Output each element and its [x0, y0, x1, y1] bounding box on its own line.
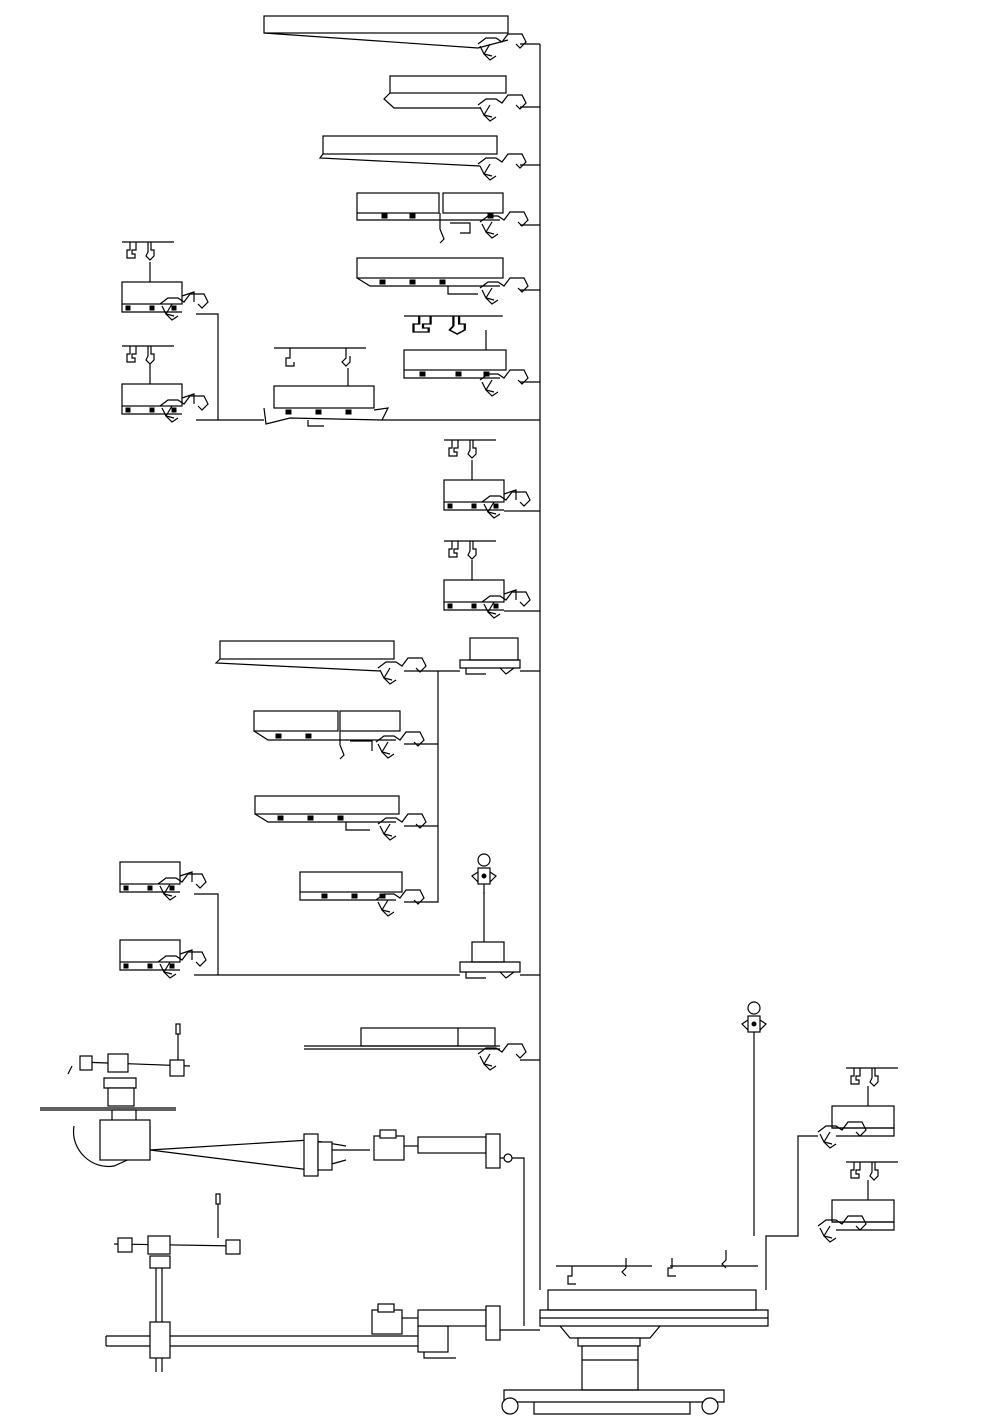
center-board-hooks [263, 347, 390, 427]
plate-with-hooks-3 [443, 540, 530, 618]
long-plate-1 [263, 15, 527, 61]
adapter-hub-2 [459, 853, 521, 979]
sub-spine-1 [404, 670, 439, 903]
retractor-assembly-1 [40, 1023, 370, 1177]
plate-with-rail-2 [254, 795, 427, 841]
split-plate-1 [356, 192, 529, 244]
bevel-plate [383, 75, 527, 122]
operating-table [501, 1250, 769, 1415]
long-plate-3 [214, 640, 427, 685]
left-group-1 [121, 241, 264, 422]
main-spine [382, 43, 541, 1290]
right-group [765, 1067, 899, 1290]
right-knob-clamp [741, 1001, 767, 1236]
rail-clamp-adapter-2 [371, 1303, 540, 1341]
rail-clamp-adapter-1 [373, 1129, 525, 1326]
long-plate-2 [318, 135, 527, 181]
plate-with-rail-1 [356, 257, 529, 305]
split-plate-2 [253, 710, 425, 760]
plate-with-hooks-2 [443, 439, 530, 518]
plate-with-hooks-1 [402, 314, 529, 397]
retractor-assembly-2 [105, 1193, 456, 1372]
adapter-hub-1 [438, 637, 521, 675]
plate-short-1 [299, 871, 425, 917]
flat-board [304, 1027, 527, 1071]
left-group-2 [120, 862, 460, 978]
